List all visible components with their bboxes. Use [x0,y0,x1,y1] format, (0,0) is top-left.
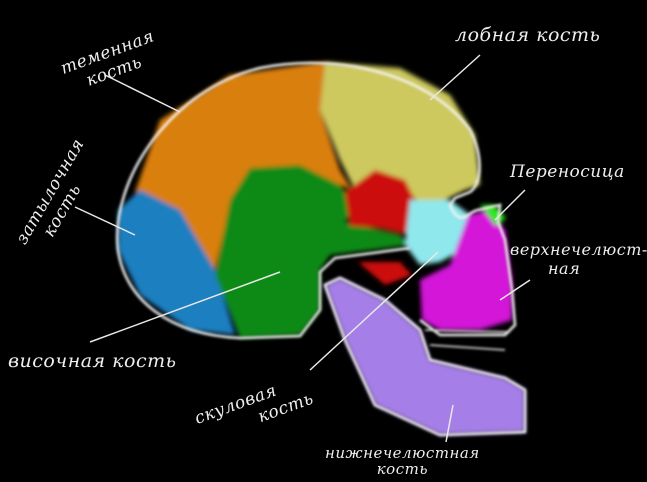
label-maxilla-line2: ная [548,259,581,278]
label-temporal: височная кость [8,350,177,372]
label-mandible-line1: нижнечелюстная [325,444,480,462]
label-maxilla: верхнечелюст-ная [510,240,647,278]
mandible-bone [325,278,525,435]
leader-frontal [429,54,481,101]
skull-outline [116,61,527,437]
leader-parietal [104,74,181,113]
sphenoid-bone-lower [358,262,412,285]
label-nasal: Переносица [510,162,625,182]
leader-mandible [445,404,454,443]
leader-zygomatic [309,251,439,371]
zygomatic-bone [405,200,470,265]
label-mandible-line2: кость [376,460,428,478]
maxilla-bone [420,210,512,330]
parietal-bone [135,62,352,270]
leader-occipital [74,206,136,236]
sphenoid-bone [345,170,420,235]
leader-temporal [89,271,281,343]
label-maxilla-line1: верхнечелюст- [510,240,647,259]
label-frontal: лобная кость [455,24,601,46]
leader-lines [74,54,531,443]
nasal-bone [480,205,506,226]
frontal-bone [320,62,480,205]
temporal-bone [215,165,410,338]
leader-nasal [494,189,526,221]
leader-maxilla [499,279,531,301]
